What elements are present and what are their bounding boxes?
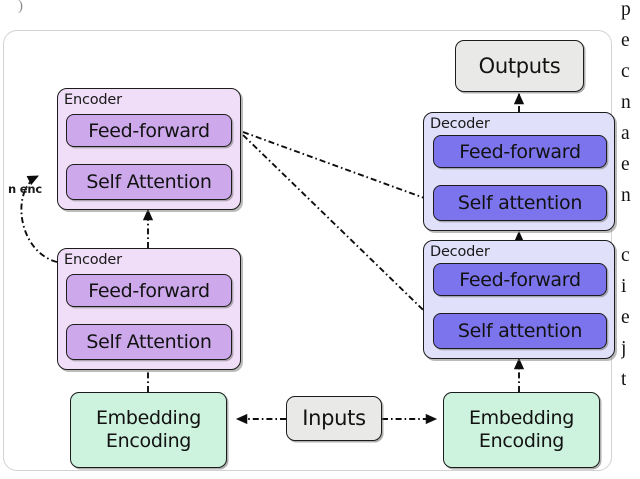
- encoder-top-self-attention[interactable]: Self Attention: [66, 164, 232, 200]
- outputs-node[interactable]: Outputs: [455, 40, 584, 92]
- margin-text-line: p: [621, 0, 631, 20]
- decoder-bottom-feed-forward[interactable]: Feed-forward: [433, 263, 607, 296]
- right-embedding-line1: Embedding: [468, 406, 575, 429]
- margin-text-line: e: [621, 307, 630, 328]
- margin-text-line: t: [621, 369, 627, 390]
- margin-text-line: c: [621, 61, 630, 82]
- encoder-stack-bottom-label: Encoder: [64, 252, 122, 268]
- encoder-top-feed-forward[interactable]: Feed-forward: [66, 114, 232, 147]
- corner-stray-mark: ): [18, 0, 23, 14]
- left-embedding-line1: Embedding: [95, 406, 202, 429]
- right-embedding-line2: Encoding: [478, 430, 565, 452]
- margin-text-line: j: [621, 338, 627, 359]
- left-embedding-encoding-node[interactable]: Embedding Encoding: [70, 392, 227, 468]
- right-embedding-encoding-node[interactable]: Embedding Encoding: [443, 392, 600, 468]
- decoder-stack-top-label: Decoder: [430, 116, 490, 132]
- encoder-bottom-feed-forward[interactable]: Feed-forward: [66, 274, 232, 307]
- left-embedding-line2: Encoding: [105, 430, 192, 452]
- margin-text-line: n: [621, 92, 631, 113]
- encoder-stack-top[interactable]: Encoder Feed-forward Self Attention: [57, 88, 241, 210]
- encoder-stack-top-label: Encoder: [64, 92, 122, 108]
- margin-text-line: e: [621, 154, 630, 175]
- decoder-bottom-self-attention[interactable]: Self attention: [433, 313, 607, 349]
- decoder-top-feed-forward[interactable]: Feed-forward: [433, 135, 607, 168]
- decoder-top-self-attention[interactable]: Self attention: [433, 185, 607, 221]
- margin-text-line: a: [621, 123, 630, 144]
- inputs-node[interactable]: Inputs: [286, 396, 382, 441]
- margin-text-line: n: [621, 185, 631, 206]
- decoder-stack-top[interactable]: Decoder Feed-forward Self attention: [423, 112, 615, 231]
- margin-text-line: c: [621, 245, 630, 266]
- decoder-stack-bottom-label: Decoder: [430, 244, 490, 260]
- decoder-stack-bottom[interactable]: Decoder Feed-forward Self attention: [423, 240, 615, 359]
- encoder-bottom-self-attention[interactable]: Self Attention: [66, 324, 232, 360]
- margin-text-line: i: [621, 276, 627, 297]
- encoder-loop-label: n enc: [8, 182, 42, 196]
- margin-text-line: e: [621, 30, 630, 51]
- encoder-stack-bottom[interactable]: Encoder Feed-forward Self Attention: [57, 248, 241, 370]
